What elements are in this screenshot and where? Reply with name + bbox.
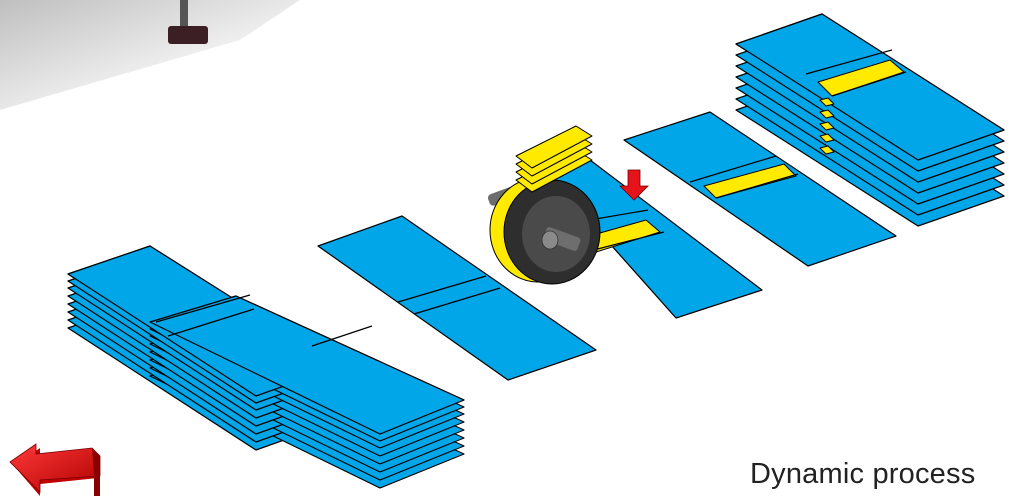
tape-roller <box>487 126 600 284</box>
red-arrow-left-icon <box>10 444 100 496</box>
machine-frame <box>0 0 300 110</box>
caption-dynamic-process: Dynamic process <box>750 458 975 491</box>
